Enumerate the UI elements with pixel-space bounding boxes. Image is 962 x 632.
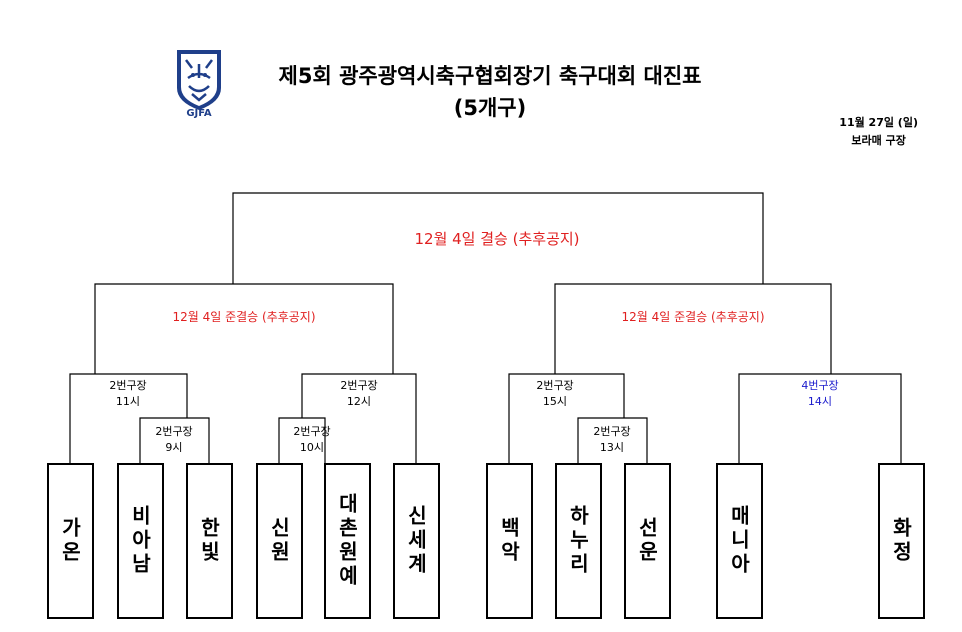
match-field: 2번구장 — [155, 425, 193, 438]
semifinal-left-connector — [94, 283, 394, 374]
team-box: 백악 — [486, 463, 533, 619]
tiger-emblem-icon — [177, 50, 221, 110]
match-field: 2번구장 — [593, 425, 631, 438]
team-name: 백악 — [497, 517, 521, 565]
match-venue: 보라매 구장 — [851, 134, 906, 147]
match-connector-6 — [577, 417, 648, 463]
match-label-1: 2번구장 11시 — [109, 378, 146, 410]
match-time: 14시 — [807, 395, 833, 408]
page-title: 제5회 광주광역시축구협회장기 축구대회 대진표 — [278, 64, 702, 88]
match-field: 2번구장 — [109, 379, 147, 392]
team-box: 선운 — [624, 463, 671, 619]
semifinal-left-label: 12월 4일 준결승 (추후공지) — [172, 310, 316, 324]
match-time: 13시 — [599, 441, 625, 454]
match-label-4: 2번구장 10시 — [293, 424, 330, 456]
match-connector-7 — [738, 373, 902, 463]
team-name: 화정 — [889, 517, 913, 565]
match-time: 10시 — [299, 441, 325, 454]
match-connector-5 — [508, 373, 625, 463]
match-field: 2번구장 — [536, 379, 574, 392]
match-field: 2번구장 — [293, 425, 331, 438]
team-box: 가온 — [47, 463, 94, 619]
team-box: 화정 — [878, 463, 925, 619]
gjfa-logo: GJFA — [174, 48, 224, 120]
logo-text: GJFA — [186, 108, 212, 119]
team-name: 비아남 — [128, 505, 152, 577]
team-box: 하누리 — [555, 463, 602, 619]
team-box: 신세계 — [393, 463, 440, 619]
team-name: 신세계 — [404, 505, 428, 577]
match-label-5: 2번구장 15시 — [536, 378, 573, 410]
team-name: 가온 — [58, 517, 82, 565]
team-name: 매니아 — [727, 505, 751, 577]
final-label: 12월 4일 결승 (추후공지) — [414, 230, 580, 248]
date-venue-info: 11월 27일 (일) 보라매 구장 — [839, 114, 918, 150]
team-box: 대촌원예 — [324, 463, 371, 619]
team-name: 신원 — [267, 517, 291, 565]
team-name: 대촌원예 — [335, 493, 359, 589]
match-connector-1 — [69, 373, 188, 463]
semifinal-right-label: 12월 4일 준결승 (추후공지) — [621, 310, 765, 324]
final-connector — [232, 192, 764, 284]
match-field: 2번구장 — [340, 379, 378, 392]
team-name: 선운 — [635, 517, 659, 565]
match-time: 15시 — [542, 395, 568, 408]
match-field: 4번구장 — [801, 379, 839, 392]
match-label-6: 2번구장 13시 — [593, 424, 630, 456]
match-time: 11시 — [115, 395, 141, 408]
match-label-3: 2번구장 12시 — [340, 378, 377, 410]
match-time: 12시 — [346, 395, 372, 408]
match-label-7: 4번구장 14시 — [801, 378, 838, 410]
match-time: 9시 — [165, 441, 183, 454]
team-box: 한빛 — [186, 463, 233, 619]
match-connector-3 — [301, 373, 417, 463]
team-name: 한빛 — [197, 517, 221, 565]
team-box: 신원 — [256, 463, 303, 619]
team-box: 비아남 — [117, 463, 164, 619]
semifinal-right-connector — [554, 283, 832, 374]
team-name: 하누리 — [566, 505, 590, 577]
match-date: 11월 27일 (일) — [839, 116, 918, 129]
match-label-2: 2번구장 9시 — [155, 424, 192, 456]
match-connector-4 — [278, 417, 326, 463]
team-box: 매니아 — [716, 463, 763, 619]
page-subtitle: (5개구) — [453, 96, 527, 120]
match-connector-2 — [139, 417, 210, 463]
